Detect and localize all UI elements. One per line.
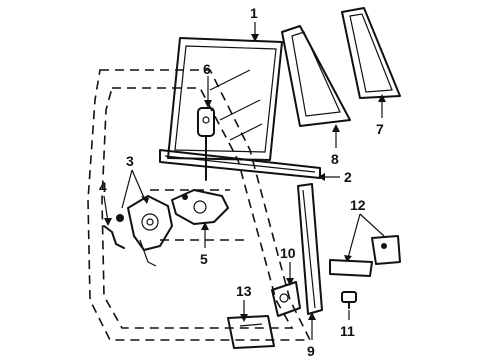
callout-11: 11 [340,323,355,339]
callout-5: 5 [200,251,208,267]
callout-1: 1 [250,5,258,21]
rear-channel-part-9 [297,183,323,315]
callout-12: 12 [350,197,366,213]
latch-part-10 [271,281,301,317]
callout-6: 6 [203,61,211,77]
leader-lines [103,22,386,340]
callout-3: 3 [126,153,134,169]
callout-8: 8 [331,151,339,167]
callout-2: 2 [344,169,352,185]
callout-13: 13 [236,283,252,299]
fastener-part-11 [341,291,357,309]
callout-7: 7 [376,121,384,137]
callout-9: 9 [307,343,315,359]
vent-frame-part-8 [281,25,351,127]
glass-channel-part-2 [159,149,321,179]
regulator-bracket-part-6 [197,107,215,181]
callout-4: 4 [99,179,107,195]
hinge-bracket-part-12 [329,235,401,277]
window-regulator-part-3 [127,195,173,267]
quarter-glass-part-7 [341,7,401,99]
door-glass-part-1 [167,37,283,161]
callout-10: 10 [280,245,296,261]
crank-handle-part-4 [103,214,125,249]
regulator-drive-part-5 [171,189,229,225]
inside-handle-part-13 [227,315,275,349]
